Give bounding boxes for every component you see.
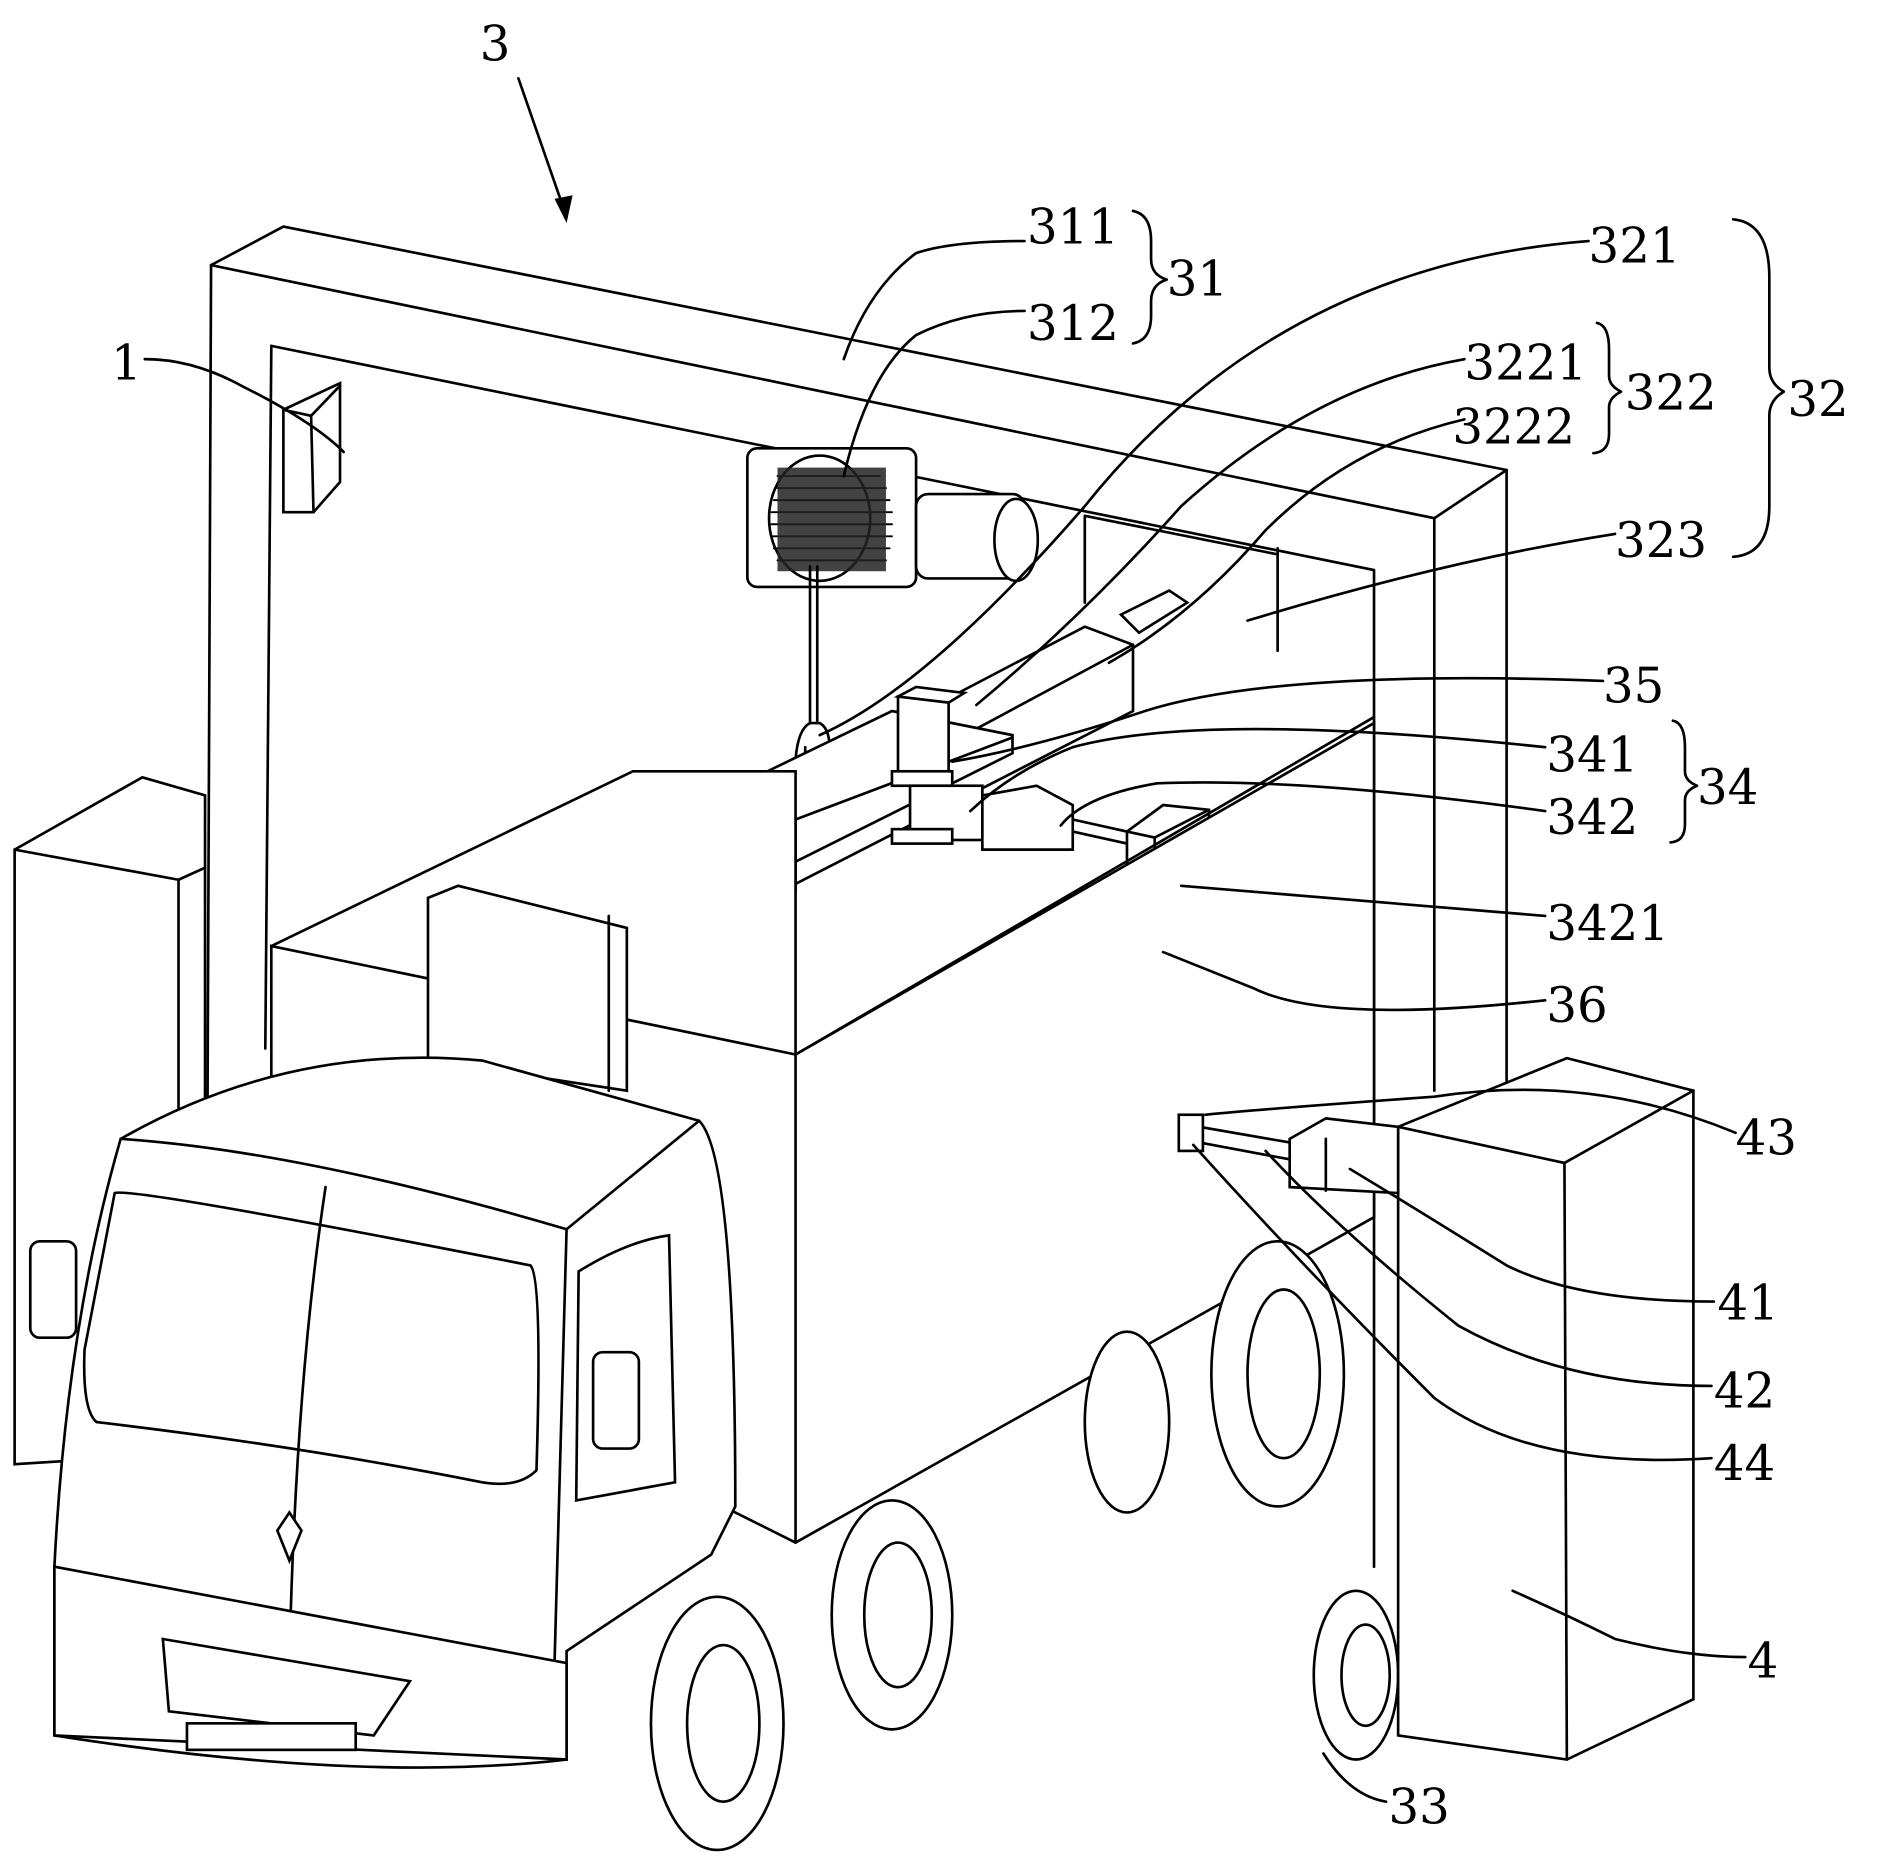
truck-wheels [649,1239,1346,1852]
label-322: 322 [1625,366,1717,422]
label-3222: 3222 [1452,399,1575,455]
label-33: 33 [1388,1779,1449,1835]
label-311: 311 [1027,199,1119,255]
label-321: 321 [1589,219,1681,275]
label-3421: 3421 [1546,896,1669,952]
label-4: 4 [1748,1634,1779,1690]
label-34: 34 [1697,760,1758,816]
label-323: 323 [1615,513,1707,569]
label-36: 36 [1546,978,1607,1034]
label-312: 312 [1027,296,1119,352]
label-42: 42 [1714,1364,1775,1420]
component-1-box [282,381,342,514]
side-inspection-box-4 [1177,1056,1695,1761]
label-41: 41 [1717,1276,1778,1332]
label-35: 35 [1603,659,1664,715]
gantry-frame [206,225,1508,1569]
winch-hoist [746,446,1040,761]
label-43: 43 [1736,1111,1797,1167]
label-3: 3 [480,16,511,72]
leader-lines [143,77,1747,1804]
label-3221: 3221 [1464,336,1587,392]
label-31: 31 [1167,251,1228,307]
label-1: 1 [111,336,142,392]
winch-coil [770,467,893,572]
truck-cab [28,1056,737,1769]
label-342: 342 [1546,790,1638,846]
label-32: 32 [1787,372,1848,428]
label-44: 44 [1714,1436,1775,1492]
reference-labels: 3 1 311 312 31 321 3221 3222 322 32 323 … [111,16,1849,1835]
pulley-33 [1312,1589,1400,1761]
label-341: 341 [1546,727,1638,783]
braces [1131,209,1786,844]
